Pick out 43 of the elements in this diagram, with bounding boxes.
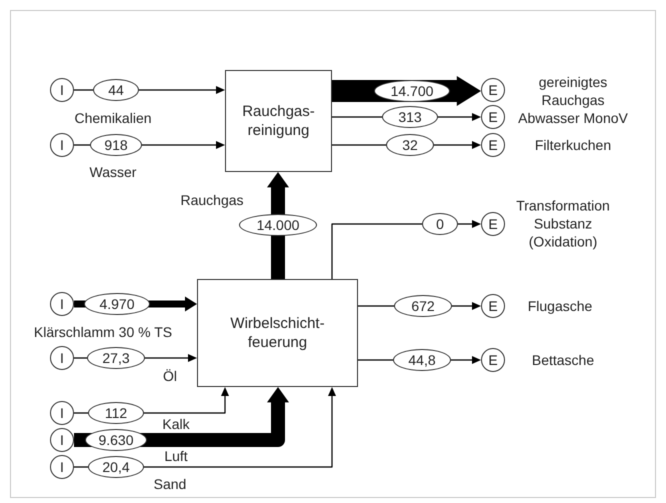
stream-label: Sand — [154, 476, 186, 492]
terminal-circle: I — [50, 78, 74, 102]
flow-value: 918 — [90, 134, 142, 156]
stream-name: Flugasche — [528, 296, 592, 316]
flow-value: 313 — [382, 106, 438, 128]
stream-name: Bettasche — [532, 350, 594, 370]
process-box: Wirbelschicht-feuerung — [197, 279, 358, 387]
flow-value: 4.970 — [84, 293, 150, 315]
stream-name: Chemikalien — [74, 108, 152, 128]
terminal-circle: E — [481, 105, 505, 129]
terminal-circle: E — [481, 348, 505, 372]
terminal-circle: I — [50, 455, 74, 479]
flow-value: 0 — [422, 213, 458, 235]
stream-name: Transformation Substanz (Oxidation) — [515, 196, 611, 252]
stream-name: gereinigtes Rauchgas — [538, 72, 608, 110]
terminal-circle: I — [50, 346, 74, 370]
flow-value: 20,4 — [88, 456, 144, 478]
stream-name: Abwasser MonoV — [518, 108, 628, 128]
flow-value: 44 — [93, 79, 139, 101]
stream-name: Wasser — [90, 162, 136, 182]
stream-label: Kalk — [162, 416, 190, 432]
stream-name: Klärschlamm 30 % TS — [34, 322, 172, 342]
stream-label: Rauchgas — [180, 192, 244, 208]
stream-name: Filterkuchen — [534, 136, 612, 154]
process-box: Rauchgas-reinigung — [225, 70, 332, 172]
flow-value: 14.000 — [239, 214, 317, 236]
flow-value: 32 — [386, 134, 434, 156]
thick-flow-arrow — [332, 76, 481, 106]
terminal-circle: I — [50, 133, 74, 157]
terminal-circle: E — [481, 212, 505, 236]
flow-value: 112 — [88, 402, 144, 424]
flow-value: 9.630 — [85, 429, 147, 451]
terminal-circle: I — [50, 401, 74, 425]
flow-value: 672 — [394, 295, 452, 317]
stream-label: Luft — [164, 448, 188, 464]
terminal-circle: E — [481, 294, 505, 318]
terminal-circle: E — [481, 133, 505, 157]
stream-label: Öl — [163, 368, 177, 384]
terminal-circle: E — [481, 78, 505, 102]
flow-value: 27,3 — [87, 347, 145, 369]
flow-value: 44,8 — [393, 349, 451, 371]
terminal-circle: I — [50, 292, 74, 316]
terminal-circle: I — [50, 428, 74, 452]
